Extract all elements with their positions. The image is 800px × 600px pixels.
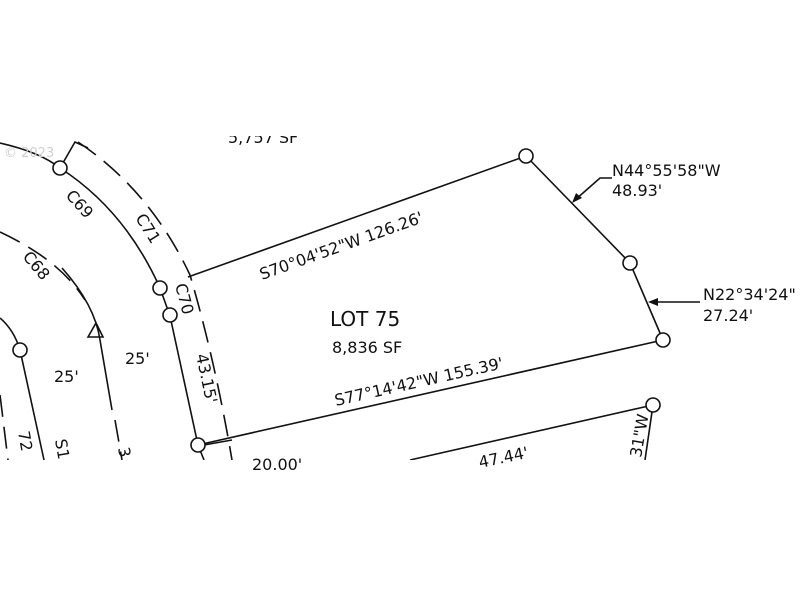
west-distance: 43.15' — [192, 352, 221, 405]
neighbor-area: 5,757 SF — [228, 128, 298, 147]
survey-point — [152, 280, 168, 296]
top-bearing: S70°04'52"W 126.26' — [257, 208, 426, 284]
e-bearing: N22°34'24" — [703, 285, 796, 304]
row-arc — [0, 142, 161, 289]
e-distance: 27.24' — [703, 306, 753, 325]
survey-point — [162, 307, 178, 323]
survey-point — [622, 255, 638, 271]
direction-triangle-icon — [86, 321, 105, 338]
linework — [0, 140, 700, 461]
survey-point — [190, 437, 206, 453]
lower-lot-line — [409, 403, 654, 461]
road-width-left: 25' — [54, 367, 79, 386]
lot-bottom-line — [197, 339, 664, 446]
lower-left-distance: 20.00' — [252, 455, 302, 474]
road-centerline — [0, 231, 86, 301]
lot-top-line — [187, 155, 527, 278]
survey-points — [12, 148, 671, 453]
lot-area: 8,836 SF — [332, 338, 402, 357]
curve-c68: C68 — [19, 247, 54, 283]
lower-right-bearing: 31"W — [626, 412, 652, 458]
survey-point — [518, 148, 534, 164]
survey-point — [655, 332, 671, 348]
road-centerline-solid — [61, 267, 113, 411]
partial-label-72: 72 — [14, 429, 36, 452]
survey-point — [645, 397, 661, 413]
arrow-icon — [572, 193, 582, 203]
labels: © 2023 5,757 SF LOT 75 8,836 SF S70°04'5… — [4, 128, 796, 474]
leader-ne — [574, 177, 612, 201]
lot-title: LOT 75 — [330, 307, 400, 331]
ne-bearing: N44°55'58"W — [612, 161, 721, 180]
road-width-right: 25' — [125, 349, 150, 368]
partial-label-s1: S1 — [51, 437, 73, 460]
curve-c71: C71 — [132, 210, 165, 247]
partial-label-3: 3 — [114, 445, 134, 458]
setback-dashed-line — [77, 141, 233, 461]
arrow-icon — [648, 298, 658, 306]
survey-point — [52, 160, 68, 176]
ne-distance: 48.93' — [612, 181, 662, 200]
watermark: © 2023 — [4, 146, 54, 161]
survey-point — [12, 342, 28, 358]
